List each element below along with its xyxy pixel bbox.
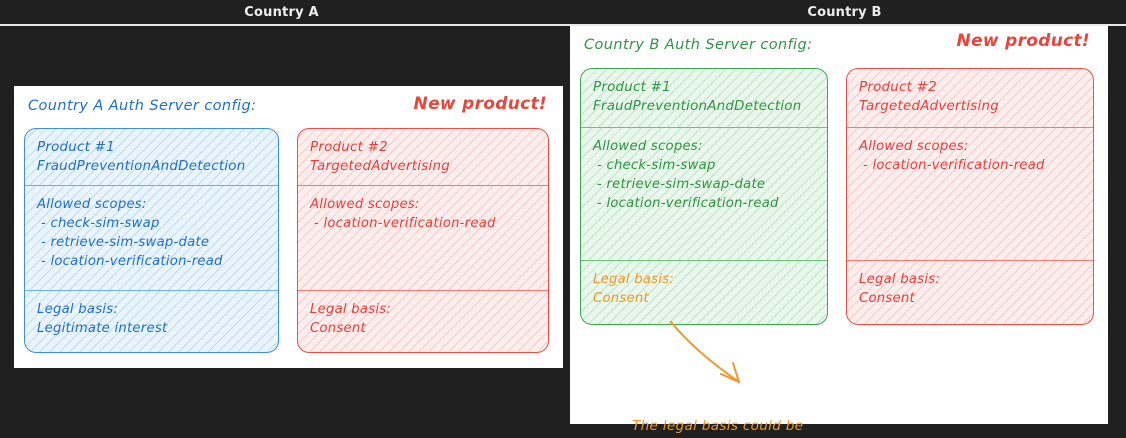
country-b-product-2-scopes: Allowed scopes: - location-verification-… bbox=[847, 127, 1093, 260]
country-b-product-1-name: Product #1 bbox=[593, 80, 671, 95]
scope-item: - location-verification-read bbox=[863, 158, 1045, 173]
country-a-product-1-name: Product #1 bbox=[37, 140, 115, 155]
country-a-product-2-identity: Product #2 TargetedAdvertising bbox=[298, 129, 548, 185]
country-a-canvas: Country A Auth Server config: New produc… bbox=[14, 86, 563, 368]
country-b-product-1-identity: Product #1 FraudPreventionAndDetection bbox=[581, 69, 827, 127]
annotation-line-1: The legal basis could be bbox=[632, 418, 804, 434]
legal-basis-value: Consent bbox=[310, 321, 366, 336]
scope-item: - check-sim-swap bbox=[597, 158, 716, 173]
scopes-label: Allowed scopes: bbox=[859, 139, 969, 154]
scope-item: - check-sim-swap bbox=[41, 216, 160, 231]
country-b-product-1-legal-basis: Legal basis: Consent bbox=[581, 260, 827, 324]
scopes-label: Allowed scopes: bbox=[37, 197, 147, 212]
legal-basis-label: Legal basis: bbox=[859, 272, 941, 287]
country-a-product-1-card[interactable]: Product #1 FraudPreventionAndDetection A… bbox=[24, 128, 279, 353]
header-country-a-label: Country A bbox=[244, 4, 319, 20]
country-b-annotation: The legal basis could be be different in… bbox=[632, 374, 843, 438]
country-b-product-1-id: FraudPreventionAndDetection bbox=[593, 99, 802, 114]
country-a-product-1-id: FraudPreventionAndDetection bbox=[37, 159, 246, 174]
legal-basis-value: Consent bbox=[593, 291, 649, 306]
scope-item: - retrieve-sim-swap-date bbox=[597, 177, 766, 192]
country-a-product-2-card[interactable]: Product #2 TargetedAdvertising Allowed s… bbox=[297, 128, 549, 353]
country-b-product-1-scopes: Allowed scopes: - check-sim-swap - retri… bbox=[581, 127, 827, 260]
country-b-product-2-name: Product #2 bbox=[859, 80, 937, 95]
header-country-b-label: Country B bbox=[807, 4, 882, 20]
country-a-product-2-name: Product #2 bbox=[310, 140, 388, 155]
scopes-label: Allowed scopes: bbox=[593, 139, 703, 154]
country-a-product-1-legal-basis: Legal basis: Legitimate interest bbox=[25, 290, 278, 352]
scope-item: - retrieve-sim-swap-date bbox=[41, 235, 210, 250]
country-b-product-1-card[interactable]: Product #1 FraudPreventionAndDetection A… bbox=[580, 68, 828, 325]
scope-item: - location-verification-read bbox=[314, 216, 496, 231]
country-b-config-title: Country B Auth Server config: bbox=[584, 37, 813, 53]
header-country-b: Country B bbox=[563, 0, 1126, 24]
country-b-product-2-card[interactable]: Product #2 TargetedAdvertising Allowed s… bbox=[846, 68, 1094, 325]
country-b-new-product-badge: New product! bbox=[956, 31, 1090, 51]
legal-basis-value: Consent bbox=[859, 291, 915, 306]
scopes-label: Allowed scopes: bbox=[310, 197, 420, 212]
header-country-a: Country A bbox=[0, 0, 563, 24]
country-header-bar: Country A Country B bbox=[0, 0, 1126, 26]
country-b-product-2-identity: Product #2 TargetedAdvertising bbox=[847, 69, 1093, 127]
legal-basis-label: Legal basis: bbox=[37, 302, 119, 317]
country-b-product-2-legal-basis: Legal basis: Consent bbox=[847, 260, 1093, 324]
legal-basis-label: Legal basis: bbox=[593, 272, 675, 287]
country-a-config-title: Country A Auth Server config: bbox=[28, 98, 257, 114]
country-a-product-2-scopes: Allowed scopes: - location-verification-… bbox=[298, 185, 548, 290]
country-a-product-1-scopes: Allowed scopes: - check-sim-swap - retri… bbox=[25, 185, 278, 290]
legal-basis-value: Legitimate interest bbox=[37, 321, 168, 336]
scope-item: - location-verification-read bbox=[41, 254, 223, 269]
legal-basis-label: Legal basis: bbox=[310, 302, 392, 317]
scope-item: - location-verification-read bbox=[597, 196, 779, 211]
country-a-new-product-badge: New product! bbox=[413, 94, 547, 114]
country-b-product-2-id: TargetedAdvertising bbox=[859, 99, 999, 114]
country-b-canvas: Country B Auth Server config: New produc… bbox=[570, 26, 1108, 434]
country-a-product-2-legal-basis: Legal basis: Consent bbox=[298, 290, 548, 352]
country-a-product-2-id: TargetedAdvertising bbox=[310, 159, 450, 174]
country-a-product-1-identity: Product #1 FraudPreventionAndDetection bbox=[25, 129, 278, 185]
